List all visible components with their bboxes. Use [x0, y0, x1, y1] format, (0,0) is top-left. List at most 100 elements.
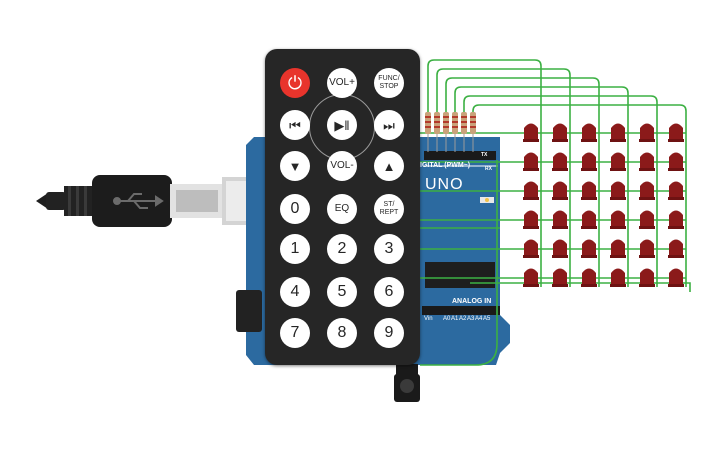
vin-label: Vin — [424, 316, 433, 322]
digital-header-label: IGITAL (PWM~) — [420, 162, 471, 169]
nine-label: 9 — [384, 324, 394, 341]
led[interactable] — [523, 181, 539, 201]
led[interactable] — [552, 152, 568, 172]
power-icon: ⏻ — [287, 73, 303, 93]
eight-label: 8 — [337, 324, 347, 341]
six-button[interactable]: 6 — [374, 277, 404, 307]
three-button[interactable]: 3 — [374, 234, 404, 264]
one-button[interactable]: 1 — [280, 234, 310, 264]
led[interactable] — [523, 268, 539, 288]
led[interactable] — [581, 239, 597, 259]
arrow-down-icon: ▼ — [288, 158, 302, 174]
five-button[interactable]: 5 — [327, 277, 357, 307]
next-button[interactable]: ⏭ — [374, 110, 404, 140]
digital-header — [424, 151, 496, 160]
arrow-up-icon: ▲ — [382, 158, 396, 174]
play-pause-icon: ▶‖ — [334, 117, 350, 133]
led[interactable] — [639, 123, 655, 143]
ground-wire — [470, 282, 691, 292]
led-matrix — [523, 123, 684, 288]
one-label: 1 — [290, 240, 300, 257]
column-wire — [427, 59, 542, 287]
led[interactable] — [610, 181, 626, 201]
led[interactable] — [610, 210, 626, 230]
led[interactable] — [668, 123, 684, 143]
vol-up-label: VOL+ — [329, 77, 355, 88]
analog-pin-a4: A4 — [475, 316, 483, 322]
six-label: 6 — [384, 283, 394, 300]
usb-symbol-icon — [113, 193, 164, 209]
play-pause-button[interactable]: ▶‖ — [327, 110, 357, 140]
two-label: 2 — [337, 240, 347, 257]
led[interactable] — [552, 239, 568, 259]
column-wire — [445, 77, 600, 287]
ir-receiver[interactable] — [394, 364, 420, 402]
analog-pin-a0: A0 — [443, 316, 451, 322]
led[interactable] — [581, 152, 597, 172]
led[interactable] — [639, 181, 655, 201]
led[interactable] — [610, 239, 626, 259]
vol-down-label: VOL- — [330, 160, 354, 171]
led[interactable] — [639, 152, 655, 172]
led[interactable] — [610, 268, 626, 288]
eq-button[interactable]: EQ — [327, 194, 357, 224]
three-label: 3 — [384, 240, 394, 257]
power-jack — [236, 290, 262, 332]
led[interactable] — [581, 181, 597, 201]
led[interactable] — [523, 152, 539, 172]
prev-button[interactable]: ⏮ — [280, 110, 310, 140]
eight-button[interactable]: 8 — [327, 318, 357, 348]
power-button[interactable]: ⏻ — [280, 68, 310, 98]
four-label: 4 — [290, 283, 300, 300]
vol-down-button[interactable]: VOL- — [327, 151, 357, 181]
two-button[interactable]: 2 — [327, 234, 357, 264]
analog-pin-a3: A3 — [467, 316, 475, 322]
led[interactable] — [581, 210, 597, 230]
led[interactable] — [668, 239, 684, 259]
analog-pin-a5: A5 — [483, 316, 491, 322]
seven-button[interactable]: 7 — [280, 318, 310, 348]
func-stop-button[interactable]: FUNC/ STOP — [374, 68, 404, 98]
column-wire — [454, 86, 629, 287]
up-button[interactable]: ▲ — [374, 151, 404, 181]
ir-remote-control: ⏻ VOL+ FUNC/ STOP ⏮ ▶‖ ⏭ ▼ VOL- ▲ 0 EQ ST/ REPT 1 2 3 4… — [265, 49, 420, 365]
led[interactable] — [668, 181, 684, 201]
five-label: 5 — [337, 283, 347, 300]
analog-header — [422, 306, 500, 315]
skip-back-icon: ⏮ — [289, 117, 301, 133]
zero-button[interactable]: 0 — [280, 194, 310, 224]
zero-label: 0 — [290, 200, 300, 217]
usb-cable[interactable] — [36, 175, 266, 227]
led[interactable] — [581, 123, 597, 143]
led[interactable] — [581, 268, 597, 288]
nine-button[interactable]: 9 — [374, 318, 404, 348]
led[interactable] — [552, 123, 568, 143]
led[interactable] — [639, 239, 655, 259]
down-button[interactable]: ▼ — [280, 151, 310, 181]
func-stop-label: FUNC/ STOP — [378, 75, 400, 90]
led[interactable] — [639, 210, 655, 230]
led[interactable] — [639, 268, 655, 288]
eq-label: EQ — [334, 203, 350, 214]
four-button[interactable]: 4 — [280, 277, 310, 307]
led[interactable] — [523, 239, 539, 259]
column-wire — [463, 95, 658, 287]
led[interactable] — [668, 152, 684, 172]
led[interactable] — [552, 210, 568, 230]
st-rept-button[interactable]: ST/ REPT — [374, 194, 404, 224]
led[interactable] — [668, 268, 684, 288]
led[interactable] — [552, 181, 568, 201]
column-wire — [436, 68, 571, 287]
led[interactable] — [610, 123, 626, 143]
resistor-group — [425, 112, 476, 152]
led[interactable] — [523, 123, 539, 143]
led[interactable] — [610, 152, 626, 172]
led[interactable] — [668, 210, 684, 230]
led[interactable] — [523, 210, 539, 230]
skip-forward-icon: ⏭ — [383, 117, 395, 133]
signal-wire — [420, 160, 498, 366]
atmega-chip — [425, 262, 495, 288]
led[interactable] — [552, 268, 568, 288]
vol-up-button[interactable]: VOL+ — [327, 68, 357, 98]
board-model-label: UNO — [425, 176, 464, 193]
